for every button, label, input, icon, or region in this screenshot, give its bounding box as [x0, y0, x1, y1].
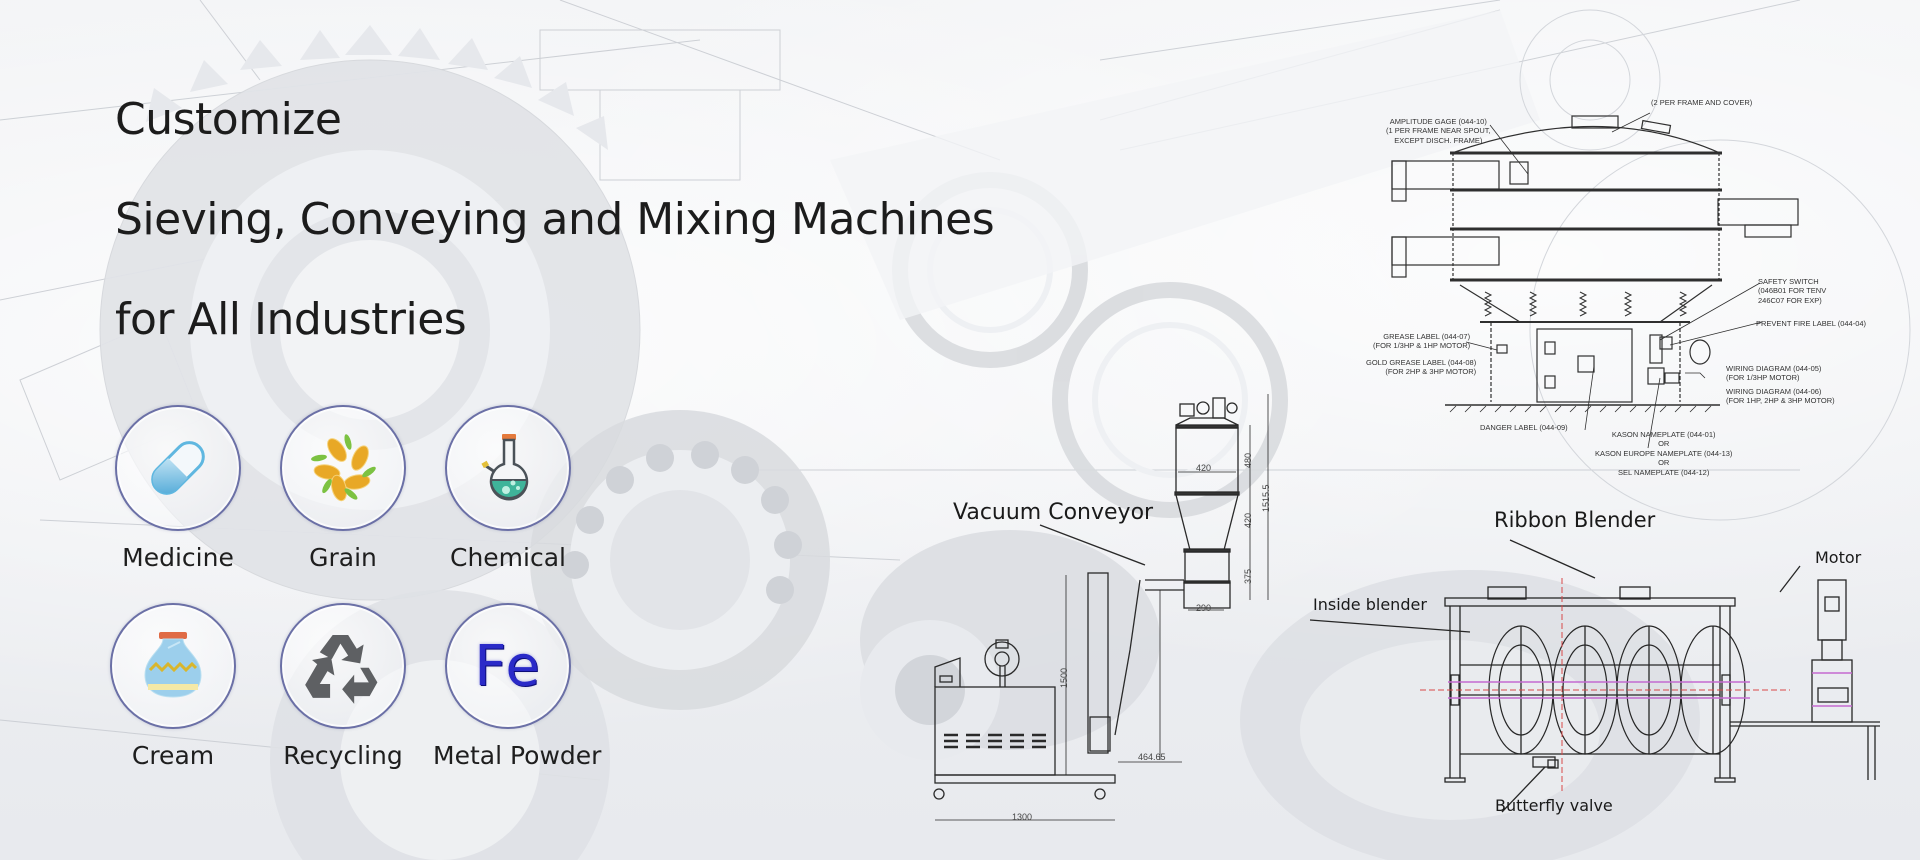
icon-circle	[280, 603, 406, 729]
sieve-label-gold-grease: GOLD GREASE LABEL (044-08) (FOR 2HP & 3H…	[1366, 358, 1477, 377]
industry-cream[interactable]: Cream	[98, 603, 248, 770]
industry-label: Metal Powder	[433, 741, 602, 770]
ribbon-blender-title: Ribbon Blender	[1494, 508, 1656, 532]
sieve-label-safety: SAFETY SWITCH (046B01 FOR TENV 246C07 FO…	[1758, 277, 1827, 305]
sieve-label-nameplate: KASON NAMEPLATE (044-01) OR KASON EUROPE…	[1595, 430, 1733, 477]
motor-callout: Motor	[1815, 548, 1862, 567]
sieve-label-prevent-fire: PREVENT FIRE LABEL (044-04)	[1756, 319, 1867, 328]
sieve-label-grease: GREASE LABEL (044-07) (FOR 1/3HP & 1HP M…	[1373, 332, 1471, 351]
inside-blender-callout: Inside blender	[1313, 595, 1427, 614]
industry-label: Chemical	[450, 543, 566, 572]
recycle-icon	[305, 635, 378, 704]
capsule-icon	[151, 441, 205, 495]
industry-metal-powder[interactable]: Fe Metal Powder	[433, 603, 602, 770]
dim-label: 420	[1196, 463, 1212, 473]
headline-line-1: Customize	[115, 94, 342, 145]
headline-line-2: Sieving, Conveying and Mixing Machines	[115, 194, 995, 245]
icon-circle	[280, 405, 406, 531]
dim-label: 1300	[1012, 812, 1033, 822]
sieve-label-amplitude: AMPLITUDE GAGE (044-10) (1 PER FRAME NEA…	[1386, 117, 1491, 145]
sieve-label-per-frame: (2 PER FRAME AND COVER)	[1651, 98, 1753, 107]
sieve-label-wiring-1: WIRING DIAGRAM (044-05) (FOR 1/3HP MOTOR…	[1726, 364, 1822, 383]
sieve-label-wiring-2: WIRING DIAGRAM (044-06) (FOR 1HP, 2HP & …	[1726, 387, 1835, 406]
icon-circle	[110, 603, 236, 729]
grain-icon	[311, 434, 376, 502]
dim-label: 464.65	[1138, 752, 1166, 762]
industry-chemical[interactable]: Chemical	[433, 405, 583, 572]
vase-icon	[144, 632, 202, 698]
icon-circle	[445, 405, 571, 531]
icon-circle: Fe	[445, 603, 571, 729]
industry-grain[interactable]: Grain	[268, 405, 418, 572]
industry-medicine[interactable]: Medicine	[103, 405, 253, 572]
fe-icon: Fe	[474, 633, 542, 699]
industry-label: Cream	[131, 741, 215, 770]
industry-label: Grain	[309, 543, 377, 572]
butterfly-valve-callout: Butterfly valve	[1495, 796, 1613, 815]
vacuum-conveyor-title: Vacuum Conveyor	[953, 500, 1154, 525]
sieve-label-danger: DANGER LABEL (044-09)	[1480, 423, 1568, 432]
dim-label: 290	[1196, 603, 1212, 613]
headline-line-3: for All Industries	[115, 294, 467, 345]
industry-label: Recycling	[283, 741, 403, 770]
flask-icon	[481, 434, 529, 501]
industry-recycling[interactable]: Recycling	[268, 603, 418, 770]
industry-label: Medicine	[122, 543, 234, 572]
icon-circle	[115, 405, 241, 531]
